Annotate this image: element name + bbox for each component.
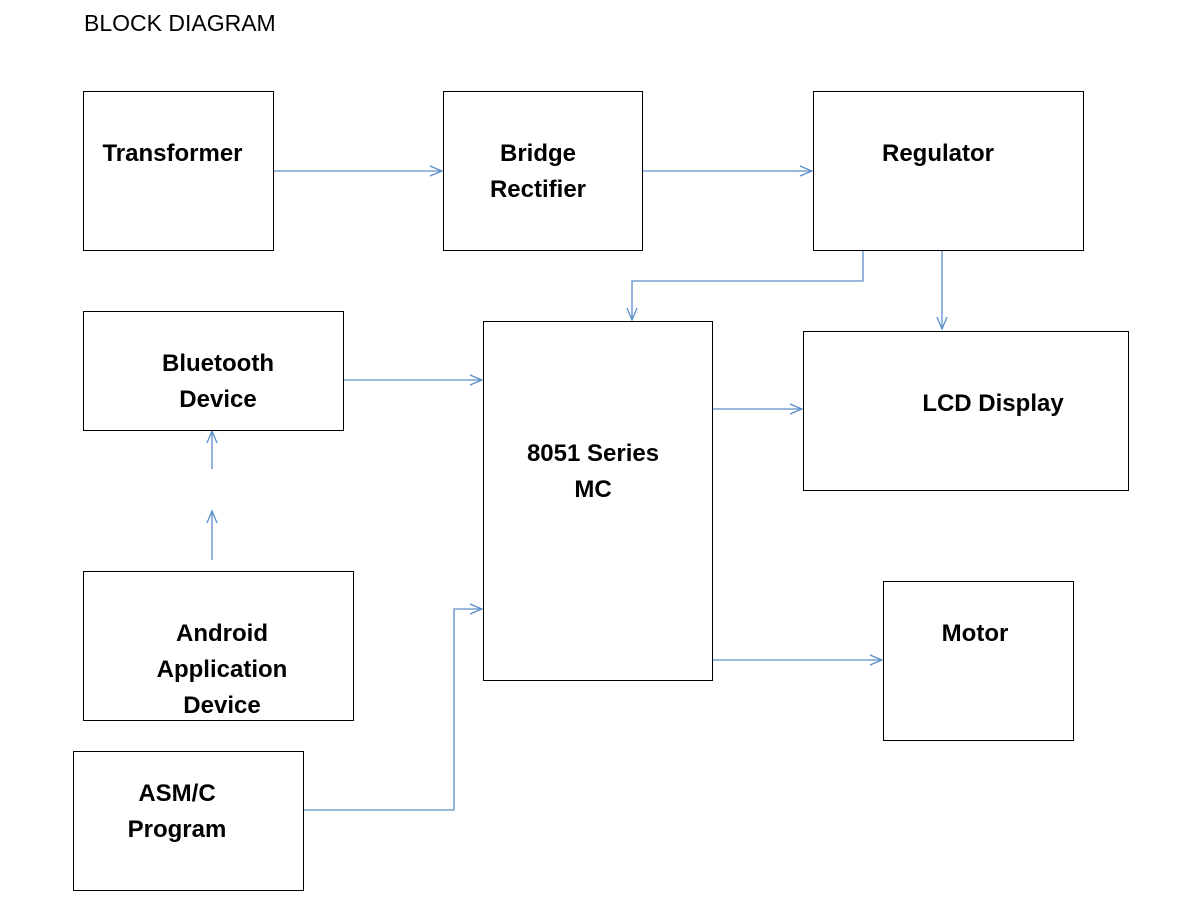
- diagram-title: BLOCK DIAGRAM: [84, 10, 276, 36]
- bluetooth-device-label-line: Bluetooth: [162, 350, 274, 377]
- mc-label: 8051 Series MC: [483, 436, 703, 508]
- mc-label-line: MC: [574, 476, 612, 503]
- android-device-label-line: Device: [183, 692, 261, 719]
- regulator-block: [813, 91, 1084, 251]
- mc-label-line: 8051 Series: [526, 440, 660, 467]
- asm-program-label-line: ASM/C: [138, 780, 216, 807]
- bluetooth-device-block: [83, 311, 344, 431]
- arrow-regulator-to-mc: [632, 251, 864, 320]
- bluetooth-device-label: Bluetooth Device: [83, 346, 353, 418]
- asm-program-label-line: Program: [127, 816, 227, 843]
- android-device-label: Android Application Device: [83, 616, 361, 724]
- android-device-block: [83, 571, 354, 721]
- android-device-label-line: Android: [176, 620, 268, 647]
- asm-program-block: [73, 751, 304, 891]
- bluetooth-device-label-line: Device: [179, 386, 257, 413]
- transformer-label: Transformer: [83, 136, 262, 172]
- android-device-label-line: Application: [156, 656, 288, 683]
- transformer-block: [83, 91, 274, 251]
- transformer-label-line: Transformer: [102, 140, 243, 167]
- lcd-display-label-line: LCD Display: [922, 390, 1064, 417]
- lcd-display-label: LCD Display: [803, 386, 1183, 422]
- motor-label: Motor: [883, 616, 1067, 652]
- motor-label-line: Motor: [941, 620, 1009, 647]
- regulator-label-line: Regulator: [881, 140, 994, 167]
- arrow-asm-program-to-mc: [304, 609, 482, 811]
- regulator-label: Regulator: [813, 136, 1063, 172]
- bridge-rectifier-block: [443, 91, 643, 251]
- bridge-rectifier-label-line: Rectifier: [489, 176, 587, 203]
- lcd-display-block: [803, 331, 1129, 491]
- mc-block: [483, 321, 713, 681]
- bridge-rectifier-label: Bridge Rectifier: [443, 136, 633, 208]
- bridge-rectifier-label-line: Bridge: [499, 140, 576, 167]
- motor-block: [883, 581, 1074, 741]
- asm-program-label: ASM/C Program: [73, 776, 281, 848]
